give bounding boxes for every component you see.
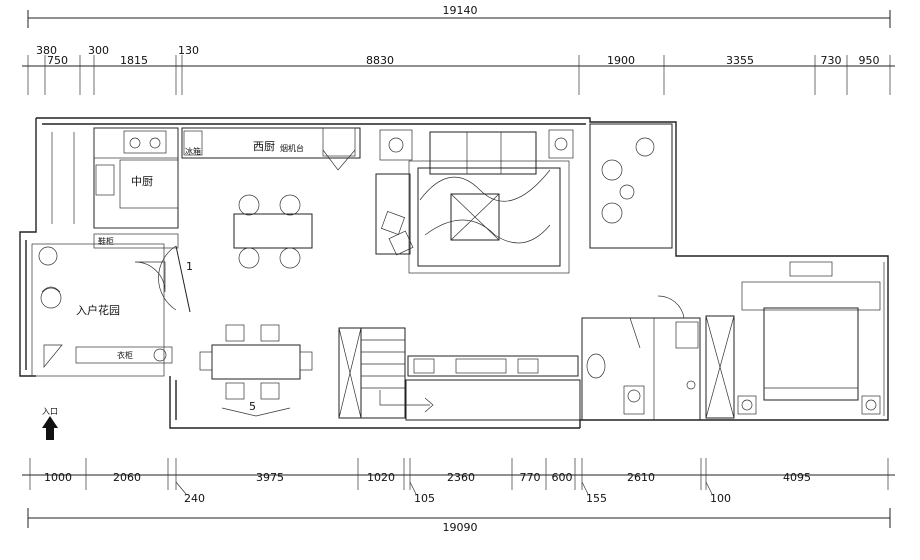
label-western-kitchen: 西厨	[253, 140, 275, 153]
label-shoe-cabinet: 鞋柜	[98, 236, 114, 246]
dim-bottom-seg-6: 770	[520, 471, 541, 484]
label-fridge: 冰箱	[185, 146, 201, 156]
dim-top-seg-10: 950	[859, 54, 880, 67]
label-coat-cabinet: 衣柜	[117, 350, 133, 360]
chinese-kitchen	[51, 127, 179, 249]
dim-bottom-offset-4: 100	[710, 492, 731, 505]
dining-door	[158, 245, 191, 313]
label-stair-number: 5	[249, 400, 256, 413]
dim-bottom-seg-3: 3975	[256, 471, 284, 484]
dim-top-seg-8: 3355	[726, 54, 754, 67]
dim-top-seg-4: 1815	[120, 54, 148, 67]
top-segment-labels: 380 750 300 1815 130 8830 1900 3355 730 …	[36, 44, 880, 67]
living-room	[375, 129, 581, 421]
top-dimension-lines	[22, 10, 895, 95]
dim-bottom-total: 19090	[443, 521, 478, 534]
label-entry-garden: 入户花园	[76, 303, 120, 317]
master-bedroom	[737, 261, 885, 416]
exterior-walls	[19, 117, 889, 429]
dim-bottom-seg-5: 2360	[447, 471, 475, 484]
dim-top-seg-5: 130	[178, 44, 199, 57]
dim-bottom-seg-1: 1000	[44, 471, 72, 484]
dim-top-seg-6: 8830	[366, 54, 394, 67]
wardrobe	[705, 315, 735, 419]
label-door-number: 1	[186, 260, 193, 273]
staircase	[338, 327, 434, 419]
dim-top-seg-1: 380	[36, 44, 57, 57]
dim-bottom-offset-2: 105	[414, 492, 435, 505]
bottom-dimension-lines	[22, 458, 895, 528]
stair-arrow-marker	[221, 407, 291, 417]
balcony	[589, 123, 673, 249]
dim-top-seg-3: 300	[88, 44, 109, 57]
label-chinese-kitchen: 中厨	[131, 175, 153, 188]
dim-bottom-offset-1: 240	[184, 492, 205, 505]
dim-bottom-seg-7: 600	[552, 471, 573, 484]
bottom-segment-labels: 1000 2060 3975 1020 2360 770 600 2610 40…	[44, 471, 811, 505]
dim-top-seg-9: 730	[821, 54, 842, 67]
dim-bottom-offset-3: 155	[586, 492, 607, 505]
dim-top-seg-7: 1900	[607, 54, 635, 67]
entrance-arrow	[42, 416, 58, 440]
dim-bottom-seg-4: 1020	[367, 471, 395, 484]
dim-bottom-seg-8: 2610	[627, 471, 655, 484]
label-entrance: 入口	[42, 407, 58, 416]
bathroom	[581, 295, 701, 421]
dining-table-large	[199, 324, 313, 400]
dining-table-small	[233, 194, 313, 269]
dim-bottom-seg-9: 4095	[783, 471, 811, 484]
entry-garden	[31, 243, 173, 377]
dim-top-total: 19140	[443, 4, 478, 17]
dim-top-seg-2: 750	[47, 54, 68, 67]
dim-bottom-seg-2: 2060	[113, 471, 141, 484]
label-hood-counter: 烟机台	[280, 143, 304, 153]
western-kitchen	[181, 127, 361, 171]
